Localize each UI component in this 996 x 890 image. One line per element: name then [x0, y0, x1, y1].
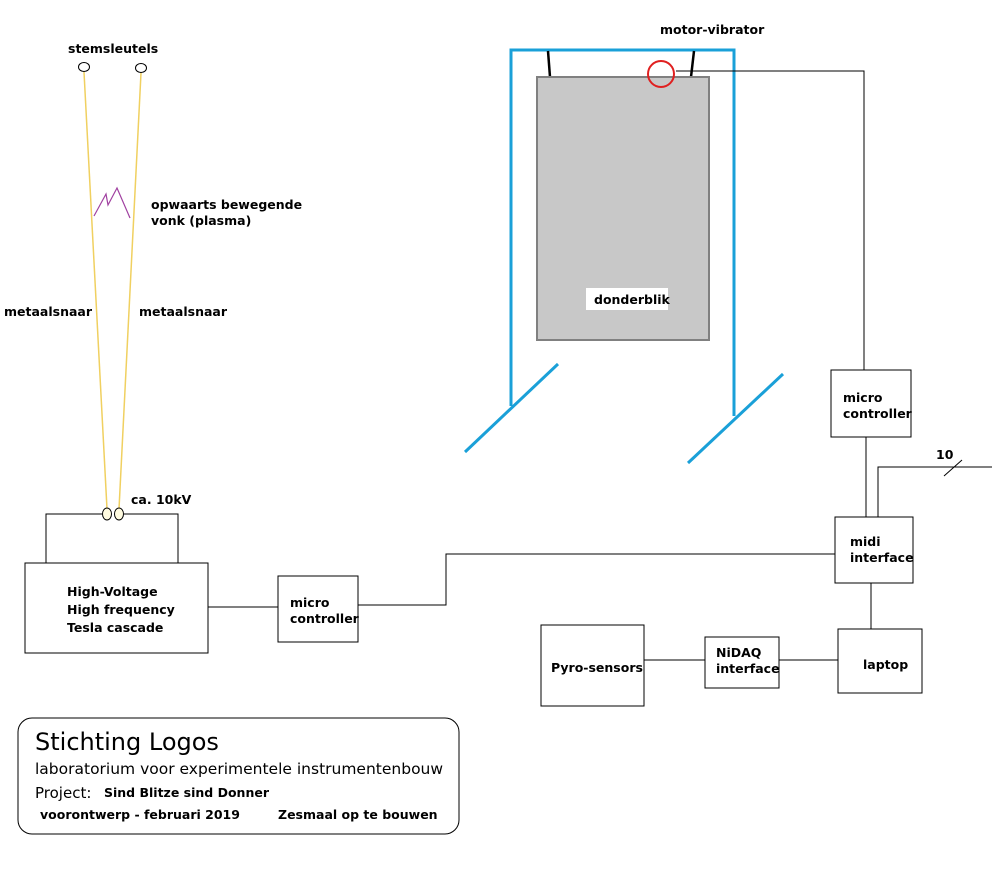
hanger-wires — [546, 50, 696, 78]
hv-label-3: Tesla cascade — [67, 620, 163, 635]
midi-label-1: midi — [850, 534, 881, 549]
micro-controller-2-box — [830, 369, 912, 438]
micro-controller-1-box — [277, 575, 359, 643]
label-donderblik: donderblik — [594, 292, 671, 307]
label-voltage: ca. 10kV — [131, 492, 192, 507]
blue-frame — [463, 48, 785, 465]
midi-interface-box — [834, 516, 914, 584]
hv-terminal-left — [102, 507, 112, 521]
metal-wires — [83, 71, 142, 510]
mc1-label-2: controller — [290, 611, 360, 626]
label-plasma-1: opwaarts bewegende — [151, 197, 302, 212]
tuning-peg-left — [78, 62, 90, 72]
label-stemsleutels: stemsleutels — [68, 41, 158, 56]
hv-terminal-right — [114, 507, 124, 521]
motor-vibrator-marker — [647, 60, 675, 88]
nidaq-interface-box — [704, 636, 780, 689]
label-laptop: laptop — [863, 657, 908, 672]
donderblik-label-bg — [586, 288, 668, 310]
hv-tesla-box — [24, 562, 209, 654]
hv-label-1: High-Voltage — [67, 584, 158, 599]
title-block — [17, 717, 460, 835]
laptop-box — [837, 628, 923, 694]
tuning-peg-right — [135, 63, 147, 73]
metal-wire-right — [118, 72, 142, 510]
label-metaalsnaar-left: metaalsnaar — [4, 304, 93, 319]
mc2-label-1: micro — [843, 390, 883, 405]
wire-mc1-to-midi — [358, 553, 835, 606]
label-bus-count: 10 — [936, 447, 954, 462]
bus-10-wire — [877, 466, 992, 517]
label-pyro-sensors: Pyro-sensors — [551, 660, 643, 675]
title-phase: voorontwerp - februari 2019 — [40, 807, 240, 822]
nidaq-label-2: interface — [716, 661, 780, 676]
title-project-label: Project: — [35, 784, 91, 802]
hv-terminals — [102, 507, 124, 521]
mc2-label-2: controller — [843, 406, 913, 421]
pyro-sensors-box — [540, 624, 645, 707]
nidaq-label-1: NiDAQ — [716, 645, 761, 660]
title-project-name: Sind Blitze sind Donner — [104, 785, 270, 800]
title-subtitle: laboratorium voor experimentele instrume… — [35, 760, 443, 778]
hv-connection-wires — [45, 513, 179, 563]
midi-label-2: interface — [850, 550, 914, 565]
bus-10-slash — [943, 459, 963, 477]
wire-vibrator-to-mc2 — [676, 70, 865, 370]
label-motor-vibrator: motor-vibrator — [660, 22, 765, 37]
plasma-spark — [93, 186, 131, 219]
hv-label-2: High frequency — [67, 602, 175, 617]
label-metaalsnaar-right: metaalsnaar — [139, 304, 228, 319]
title-org: Stichting Logos — [35, 728, 219, 756]
title-note: Zesmaal op te bouwen — [278, 807, 438, 822]
metal-wire-left — [83, 71, 108, 510]
tuning-pegs — [78, 62, 147, 73]
mc1-label-1: micro — [290, 595, 330, 610]
label-plasma-2: vonk (plasma) — [151, 213, 251, 228]
